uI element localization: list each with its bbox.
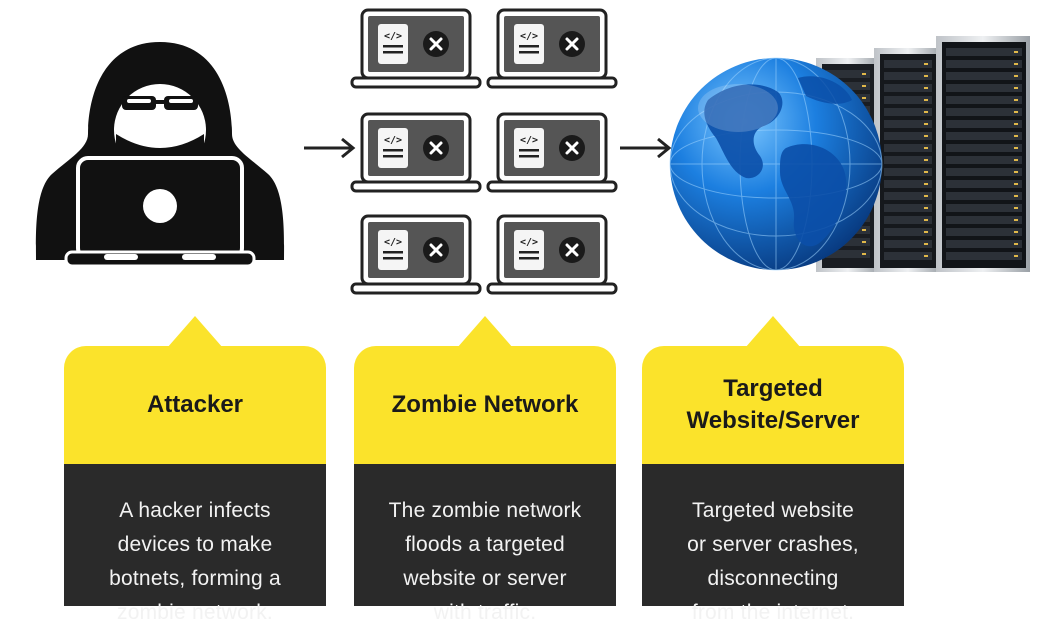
card-title: Zombie Network <box>391 391 579 418</box>
zombie-network-card: Zombie Network The zombie network floods… <box>354 316 616 624</box>
card-pointer <box>457 316 513 348</box>
infected-laptop-icon: </> <box>486 112 618 193</box>
card-pointer <box>167 316 223 348</box>
card-body: The zombie network floods a targeted web… <box>354 464 616 624</box>
card-title: Attacker <box>146 391 244 418</box>
card-header: Targeted Website/Server <box>642 346 904 464</box>
card-pointer <box>745 316 801 348</box>
svg-text:</>: </> <box>384 31 402 42</box>
card-body: Targeted website or server crashes, disc… <box>642 464 904 624</box>
infected-laptop-icon: </> <box>350 8 482 89</box>
svg-text:</>: </> <box>384 135 402 146</box>
hooded-hacker-icon <box>35 42 285 268</box>
arrow-right-icon <box>620 137 672 159</box>
infected-laptop-icon: </> <box>486 214 618 295</box>
infected-laptop-icon: </> <box>350 112 482 193</box>
card-header: Attacker <box>64 346 326 464</box>
infected-laptop-icon: </> <box>350 214 482 295</box>
card-description: The zombie network floods a targeted web… <box>388 499 582 624</box>
attacker-card: Attacker A hacker infects devices to mak… <box>64 316 326 624</box>
svg-text:</>: </> <box>520 31 538 42</box>
svg-text:</>: </> <box>520 135 538 146</box>
card-header: Zombie Network <box>354 346 616 464</box>
targeted-server-card: Targeted Website/Server Targeted website… <box>642 316 904 624</box>
card-body: A hacker infects devices to make botnets… <box>64 464 326 624</box>
card-description: A hacker infects devices to make botnets… <box>109 499 281 624</box>
arrow-right-icon <box>304 137 356 159</box>
svg-text:</>: </> <box>384 237 402 248</box>
infected-laptop-icon: </> <box>486 8 618 89</box>
card-description: Targeted website or server crashes, disc… <box>687 499 859 624</box>
svg-text:</>: </> <box>520 237 538 248</box>
globe-server-icon <box>669 36 1030 272</box>
card-title: Targeted Website/Server <box>686 375 860 434</box>
